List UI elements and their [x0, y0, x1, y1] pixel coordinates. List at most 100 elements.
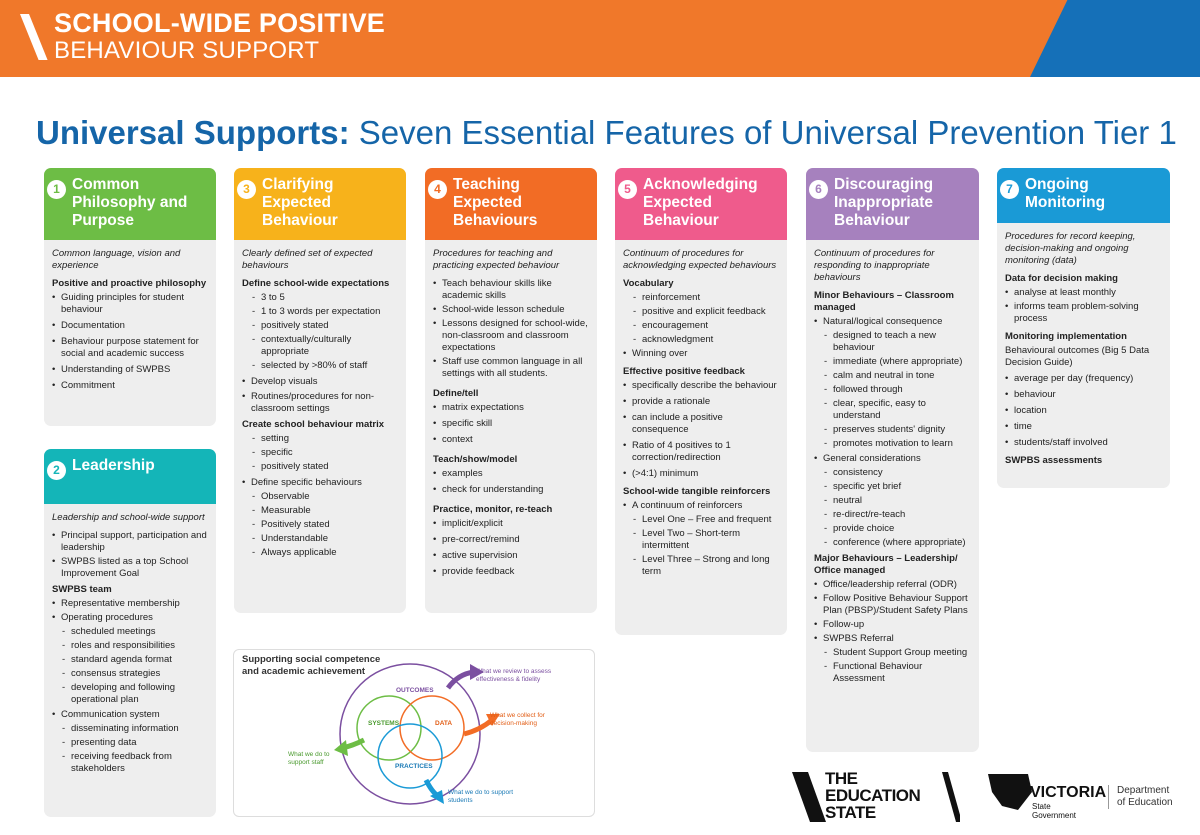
feature-card-4-title: Teaching Expected Behaviours: [453, 176, 538, 229]
list-item: Follow Positive Behaviour Support Plan (…: [814, 593, 973, 617]
swpbs-elements-diagram: Supporting social competence and academi…: [233, 649, 595, 817]
feature-card-2-body: Leadership and school-wide support Princ…: [52, 512, 210, 777]
section-heading: SWPBS team: [52, 584, 112, 595]
list-item: Routines/procedures for non-classroom se…: [242, 391, 400, 415]
diagram-title-line2: and academic achievement: [242, 666, 366, 677]
banner-title-line2: BEHAVIOUR SUPPORT: [54, 37, 320, 64]
bullet-list: specifically describe the behaviour prov…: [623, 380, 781, 480]
feature-card-1-title: Common Philosophy and Purpose: [72, 176, 188, 229]
sub-list-item: Student Support Group meeting: [824, 647, 973, 659]
section-heading: Vocabulary: [623, 278, 674, 289]
sub-list-item: selected by >80% of staff: [252, 360, 400, 372]
feature-card-3-header: 3 Clarifying Expected Behaviour: [234, 168, 406, 240]
sub-list-item: positively stated: [252, 461, 400, 473]
list-item: Develop visuals: [242, 376, 400, 388]
feature-card-4: 4 Teaching Expected Behaviours Procedure…: [425, 168, 597, 613]
feature-card-5: 5 Acknowledging Expected Behaviour Conti…: [615, 168, 787, 635]
feature-card-7-body: Procedures for record keeping, decision-…: [1005, 231, 1164, 469]
list-item: Principal support, participation and lea…: [52, 530, 210, 554]
sub-list-item: preserves students' dignity: [824, 424, 973, 436]
section-heading: Positive and proactive philosophy: [52, 278, 207, 289]
list-item: can include a positive consequence: [623, 412, 781, 436]
banner-blue-accent: [1030, 0, 1200, 77]
sub-list-item: Level Three – Strong and long term: [633, 554, 781, 578]
list-item: School-wide lesson schedule: [433, 304, 591, 316]
sub-list-item: specific: [252, 447, 400, 459]
outcomes-circle: [339, 663, 481, 805]
sub-list-item: designed to teach a new behaviour: [824, 330, 973, 354]
header-banner: SCHOOL-WIDE POSITIVE BEHAVIOUR SUPPORT: [0, 0, 1200, 77]
bullet-list: implicit/explicit pre-correct/remind act…: [433, 518, 591, 578]
section-heading: School-wide tangible reinforcers: [623, 486, 771, 497]
section-heading: Teach/show/model: [433, 454, 518, 465]
list-item: provide feedback: [433, 566, 591, 578]
list-item: Ratio of 4 positives to 1 correction/red…: [623, 440, 781, 464]
victoria-map-icon: [988, 774, 1032, 810]
list-item: Representative membership: [52, 598, 210, 610]
victoria-state-text: State: [1032, 802, 1051, 811]
education-state-line1: THE: [825, 769, 858, 788]
list-item: Understanding of SWPBS: [52, 364, 210, 376]
intro-text: Clearly defined set of expected behaviou…: [242, 248, 373, 271]
feature-card-1: 1 Common Philosophy and Purpose Common l…: [44, 168, 216, 426]
sub-list-item: Positively stated: [252, 519, 400, 531]
bullet-list: matrix expectations specific skill conte…: [433, 402, 591, 446]
staff-text-line1: What we do to: [288, 751, 330, 758]
feature-card-5-title: Acknowledging Expected Behaviour: [643, 176, 758, 229]
victoria-subtext: State Government: [1032, 802, 1076, 820]
review-text-line1: What we review to assess: [476, 668, 552, 675]
bullet-list: 3 to 5 1 to 3 words per expectation posi…: [242, 292, 400, 415]
page-title-rest: Seven Essential Features of Universal Pr…: [349, 114, 1177, 151]
sub-list-item: Level Two – Short-term intermittent: [633, 528, 781, 552]
feature-card-7-title: Ongoing Monitoring: [1025, 176, 1106, 211]
victoria-wordmark: VICTORIA: [1030, 784, 1107, 801]
section-heading: Monitoring implementation: [1005, 331, 1127, 342]
page-title-bold: Universal Supports:: [36, 114, 350, 151]
sub-list-item: re-direct/re-teach: [824, 509, 973, 521]
section-heading: Effective positive feedback: [623, 366, 745, 377]
list-item: context: [433, 434, 591, 446]
bullet-list: Representative membership Operating proc…: [52, 598, 210, 775]
sub-list-item: acknowledgment: [633, 334, 781, 346]
feature-card-5-header: 5 Acknowledging Expected Behaviour: [615, 168, 787, 240]
list-item: Follow-up: [814, 619, 973, 631]
sub-list-item: contextually/culturally appropriate: [252, 334, 400, 358]
sub-list-item: consistency: [824, 467, 973, 479]
staff-text-line2: support staff: [288, 759, 324, 766]
sub-list-item: Always applicable: [252, 547, 400, 559]
collect-arrowhead-icon: [486, 714, 500, 726]
list-item: matrix expectations: [433, 402, 591, 414]
bullet-list: reinforcement positive and explicit feed…: [623, 292, 781, 360]
number-badge-1: 1: [47, 180, 66, 199]
victoria-government-text: Government: [1032, 811, 1077, 820]
feature-card-2: 2 Leadership Leadership and school-wide …: [44, 449, 216, 817]
practices-label: PRACTICES: [395, 763, 433, 770]
list-item: behaviour: [1005, 389, 1164, 401]
list-item: A continuum of reinforcers: [623, 500, 781, 512]
intro-text: Procedures for teaching and practicing e…: [433, 248, 560, 271]
sub-list-item: neutral: [824, 495, 973, 507]
list-item: Behaviour purpose statement for social a…: [52, 336, 210, 360]
education-state-text: THE EDUCATION STATE: [825, 769, 921, 822]
staff-arrowhead-icon: [334, 740, 348, 756]
intro-text: Continuum of procedures for responding t…: [814, 248, 935, 283]
banner-slash-icon: [20, 14, 48, 60]
bullet-list: analyse at least monthly informs team pr…: [1005, 287, 1164, 325]
list-item: time: [1005, 421, 1164, 433]
sub-list-item: developing and following operational pla…: [62, 682, 210, 706]
education-state-line3: STATE: [825, 803, 876, 822]
feature-card-6-body: Continuum of procedures for responding t…: [814, 248, 973, 687]
list-item: Define specific behaviours: [242, 477, 400, 489]
list-item: Operating procedures: [52, 612, 210, 624]
sub-list-item: 3 to 5: [252, 292, 400, 304]
sub-list-item: receiving feedback from stakeholders: [62, 751, 210, 775]
data-label: DATA: [435, 720, 452, 727]
number-badge-4: 4: [428, 180, 447, 199]
list-item: Communication system: [52, 709, 210, 721]
sub-list-item: presenting data: [62, 737, 210, 749]
bullet-list: examples check for understanding: [433, 468, 591, 496]
intro-text: Continuum of procedures for acknowledgin…: [623, 248, 777, 271]
list-item: specifically describe the behaviour: [623, 380, 781, 392]
feature-card-6: 6 Discouraging Inappropriate Behaviour C…: [806, 168, 979, 752]
sub-list-item: calm and neutral in tone: [824, 370, 973, 382]
